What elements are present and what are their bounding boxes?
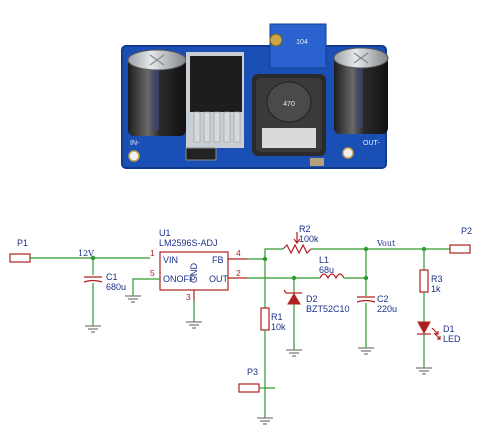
u1-num-fb: 4	[236, 248, 241, 258]
trimmer-marking: 104	[296, 39, 308, 46]
u1-value: LM2596S-ADJ	[159, 238, 218, 248]
d2-ref: D2	[306, 294, 318, 304]
r2-ref: R2	[299, 224, 311, 234]
right-capacitor	[333, 47, 389, 134]
net-label-12v: 12V	[78, 249, 94, 258]
label-p1: P1	[17, 238, 28, 248]
u1-ref: U1	[159, 228, 171, 238]
inductor-l1	[319, 273, 366, 280]
diode-smd	[185, 147, 217, 161]
r1-value: 10k	[271, 322, 286, 332]
mount-hole-left	[128, 150, 140, 162]
connector-p2	[449, 244, 471, 254]
u1-num-onoff: 5	[150, 268, 155, 278]
r2-value: 100k	[299, 234, 319, 244]
pcb-photo: 470 104 IN- OUT-	[121, 23, 389, 169]
r3-ref: R3	[431, 274, 443, 284]
u1-num-out: 2	[236, 268, 241, 278]
u1-pin-onoff: ONOFF	[163, 274, 195, 284]
regulator-ic	[186, 52, 244, 148]
silk-out: OUT-	[363, 140, 380, 147]
connector-p1	[9, 253, 31, 263]
r1-ref: R1	[271, 312, 283, 322]
u1-pin-gnd: GND	[189, 263, 199, 284]
net-label-vout: Vout	[376, 239, 396, 248]
label-p3: P3	[247, 367, 258, 377]
capacitor-c1	[83, 258, 103, 333]
c1-value: 680u	[106, 282, 126, 292]
capacitor-c2	[356, 296, 376, 355]
r3-value: 1k	[431, 284, 441, 294]
c2-value: 220u	[377, 304, 397, 314]
l1-value: 68u	[319, 265, 334, 275]
led-d1	[416, 321, 441, 375]
label-p2: P2	[461, 226, 472, 236]
resistor-r2	[282, 232, 366, 255]
silk-in: IN-	[130, 140, 140, 147]
inductor-block: 470	[252, 74, 326, 156]
mount-hole-right	[342, 147, 354, 159]
resistor-r3	[419, 249, 429, 322]
u1-pin-vin: VIN	[163, 255, 178, 265]
d2-value: BZT52C10	[306, 304, 350, 314]
connector-p3	[238, 383, 260, 393]
schematic: P1 12V C1 680u U1 LM2596S-ADJ VIN ONOFF …	[9, 224, 472, 425]
inductor-marking: 470	[283, 101, 295, 108]
d1-value: LED	[443, 334, 461, 344]
u1-pin-out: OUT	[209, 274, 229, 284]
u1-num-vin: 1	[150, 248, 155, 258]
left-capacitor	[127, 49, 187, 136]
l1-ref: L1	[319, 255, 329, 265]
u1-num-gnd: 3	[186, 292, 191, 302]
u1-pin-fb: FB	[212, 255, 224, 265]
c2-ref: C2	[377, 294, 389, 304]
d1-ref: D1	[443, 324, 455, 334]
c1-ref: C1	[106, 272, 118, 282]
zener-d2	[283, 278, 302, 357]
trimmer-pot: 104	[269, 23, 327, 69]
